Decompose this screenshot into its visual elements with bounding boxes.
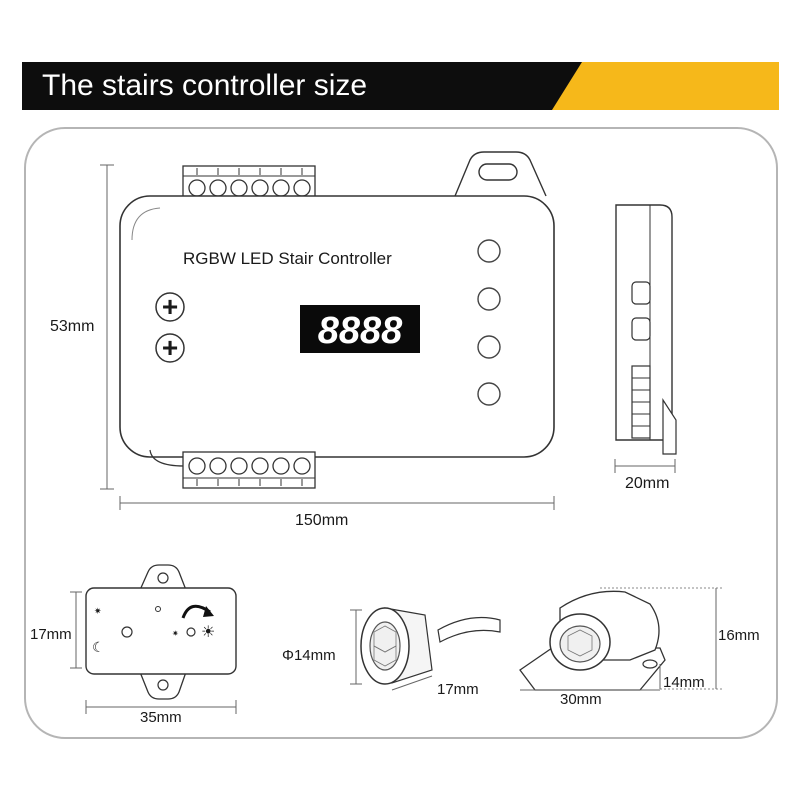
button-4 (477, 382, 501, 406)
button-3 (477, 335, 501, 359)
dimension-controller-depth (614, 459, 676, 473)
mounted-sensor (519, 590, 666, 691)
fresnel-lens-icon (559, 625, 601, 663)
label-sensor-box-height: 17mm (30, 626, 72, 643)
moon-icon: ☾ (92, 639, 105, 655)
mounting-tab (454, 151, 547, 197)
controller-side-view (615, 204, 677, 455)
label-mount-sensor-width: 30mm (560, 691, 602, 708)
bottom-terminal-block (149, 449, 316, 489)
label-controller-depth: 20mm (625, 475, 669, 492)
main-controller: RGBW LED Stair Controller + + 8888 (119, 151, 555, 489)
title-banner (22, 62, 779, 110)
sensor-box: ✷ ☾ ✷ ☀ (85, 564, 237, 700)
display-digits: 8888 (318, 310, 403, 352)
dimension-controller-height (100, 164, 114, 490)
dimension-mount-sensor-height (600, 587, 722, 690)
fresnel-lens-icon (369, 621, 401, 671)
banner-title: The stairs controller size (42, 69, 368, 102)
label-mount-sensor-depth: 14mm (663, 674, 705, 691)
label-sensor-box-width: 35mm (140, 709, 182, 726)
knob-symbol-2: + (162, 332, 178, 363)
svg-text:✷: ✷ (172, 629, 179, 638)
knob-symbol-1: + (162, 291, 178, 322)
controller-label: RGBW LED Stair Controller (183, 249, 392, 268)
dimension-controller-length (119, 496, 555, 510)
round-sensor (360, 607, 501, 685)
dimension-sensor-box-height (70, 591, 82, 669)
label-mount-sensor-height: 16mm (718, 627, 760, 644)
dimension-sensor-box-width (85, 700, 237, 714)
dimension-round-sensor-length (391, 675, 433, 691)
sun-icon: ✷ (94, 606, 102, 616)
label-controller-length: 150mm (295, 512, 348, 529)
led-display (300, 305, 420, 353)
label-round-sensor-length: 17mm (437, 681, 479, 698)
adjust-knob-2: + (155, 332, 185, 363)
dimension-round-sensor-diameter (350, 609, 362, 685)
adjust-knob-1: + (155, 291, 185, 322)
diagram-frame (24, 127, 778, 739)
sun-icon: ☀ (201, 624, 215, 641)
button-2 (477, 287, 501, 311)
label-round-sensor-diameter: Φ14mm (282, 647, 336, 664)
button-1 (477, 239, 501, 263)
label-controller-height: 53mm (50, 318, 94, 335)
